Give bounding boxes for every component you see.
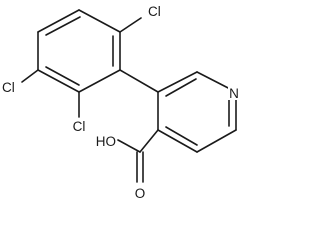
nitrogen-label-bg (228, 86, 242, 100)
nitrogen-label: N (229, 86, 239, 101)
bond-ring1-a (78, 9, 121, 33)
bond-ring2-e (157, 129, 198, 153)
hydroxyl-label: HO (96, 134, 116, 149)
bond-cl-top (119, 17, 142, 33)
bond-ring1-double-2 (45, 66, 80, 86)
trichlorophenyl-ring (37, 9, 121, 93)
cl-top-label: Cl (148, 4, 161, 19)
bond-ring1-e (78, 69, 121, 93)
bond-acid-carbon (139, 129, 159, 153)
bond-ring1-b (37, 9, 80, 33)
bond-biaryl (119, 69, 159, 93)
bond-ring1-d (37, 69, 80, 93)
oxygen-label: O (135, 186, 146, 201)
cl-bottom-label: Cl (73, 119, 86, 134)
bond-ring1-double-1 (45, 16, 81, 36)
cl-left-label: Cl (2, 80, 15, 95)
molecule-structure: N Cl Cl Cl HO O (2, 4, 242, 201)
bond-acid-hydroxyl (117, 139, 141, 153)
bond-ring2-double-3 (165, 126, 198, 146)
bond-cl-left (21, 69, 39, 83)
bond-ring2-d (196, 129, 237, 153)
bond-ring2-double-1 (165, 78, 197, 97)
bond-ring2-a (157, 71, 198, 93)
pyridine-ring (157, 71, 237, 153)
